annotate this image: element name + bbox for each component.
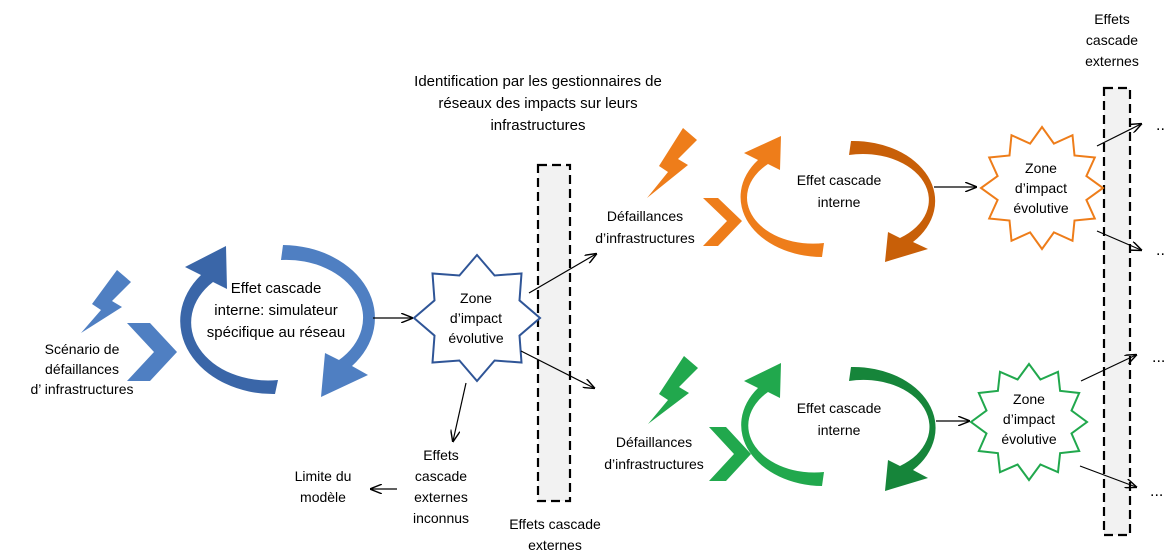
star-burst-icon xyxy=(969,362,1089,482)
lightning-icon xyxy=(81,270,131,333)
external-effects-bar-middle xyxy=(536,163,572,503)
chevron-arrow-icon xyxy=(709,427,751,481)
continuation-ellipsis: ... xyxy=(1150,483,1163,500)
external-effects-bar-right xyxy=(1102,86,1132,537)
lightning-icon xyxy=(647,128,697,198)
star-burst-icon xyxy=(979,125,1105,251)
star-burst-icon xyxy=(412,253,542,383)
continuation-ellipsis: ... xyxy=(1152,349,1165,366)
cycle-arrows-icon xyxy=(180,245,375,397)
chevron-arrow-icon xyxy=(127,323,177,381)
lightning-icon xyxy=(648,356,698,424)
continuation-ellipsis: .. xyxy=(1156,242,1165,259)
cycle-arrows-icon xyxy=(741,363,936,491)
continuation-ellipsis: .. xyxy=(1156,117,1165,134)
chevron-arrow-icon xyxy=(703,198,742,246)
cycle-arrows-icon xyxy=(740,136,936,262)
